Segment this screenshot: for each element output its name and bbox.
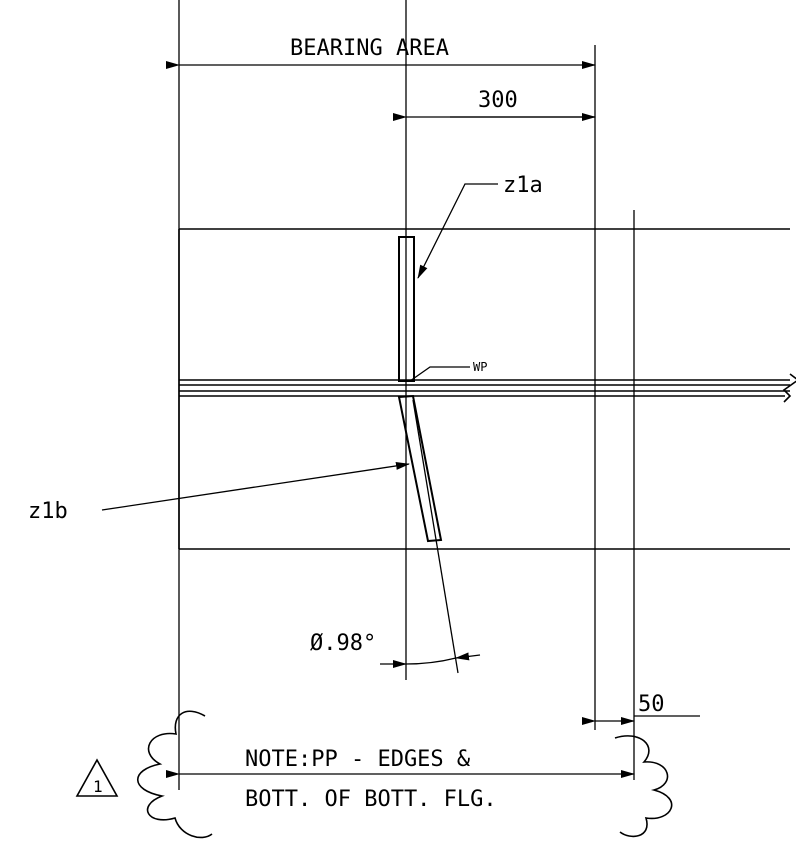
- beam-outline: [178, 228, 796, 550]
- revision-number: 1: [93, 777, 103, 796]
- revision-triangle-icon: [75, 758, 119, 797]
- revision-cloud: [136, 710, 673, 839]
- angle-label: Ø.98°: [310, 631, 376, 656]
- wp-label: WP: [473, 360, 487, 374]
- angle-reference-line: [412, 399, 459, 674]
- z1a-leader: [417, 183, 498, 279]
- angle-arc: [405, 657, 457, 665]
- z1b-label: z1b: [28, 499, 68, 524]
- angle-arrow-right: [455, 652, 481, 661]
- note-line-1: NOTE:PP - EDGES &: [245, 747, 471, 772]
- stiffener-z1a: [398, 236, 415, 382]
- z1a-label: z1a: [503, 173, 543, 198]
- bearing-area-label: BEARING AREA: [290, 36, 449, 61]
- dim-300-label: 300: [478, 88, 518, 113]
- stiffener-z1b: [397, 394, 443, 543]
- wp-leader: [409, 366, 470, 382]
- dim-50-label: 50: [638, 692, 665, 717]
- note-line-2: BOTT. OF BOTT. FLG.: [245, 787, 497, 812]
- z1b-leader: [101, 461, 410, 511]
